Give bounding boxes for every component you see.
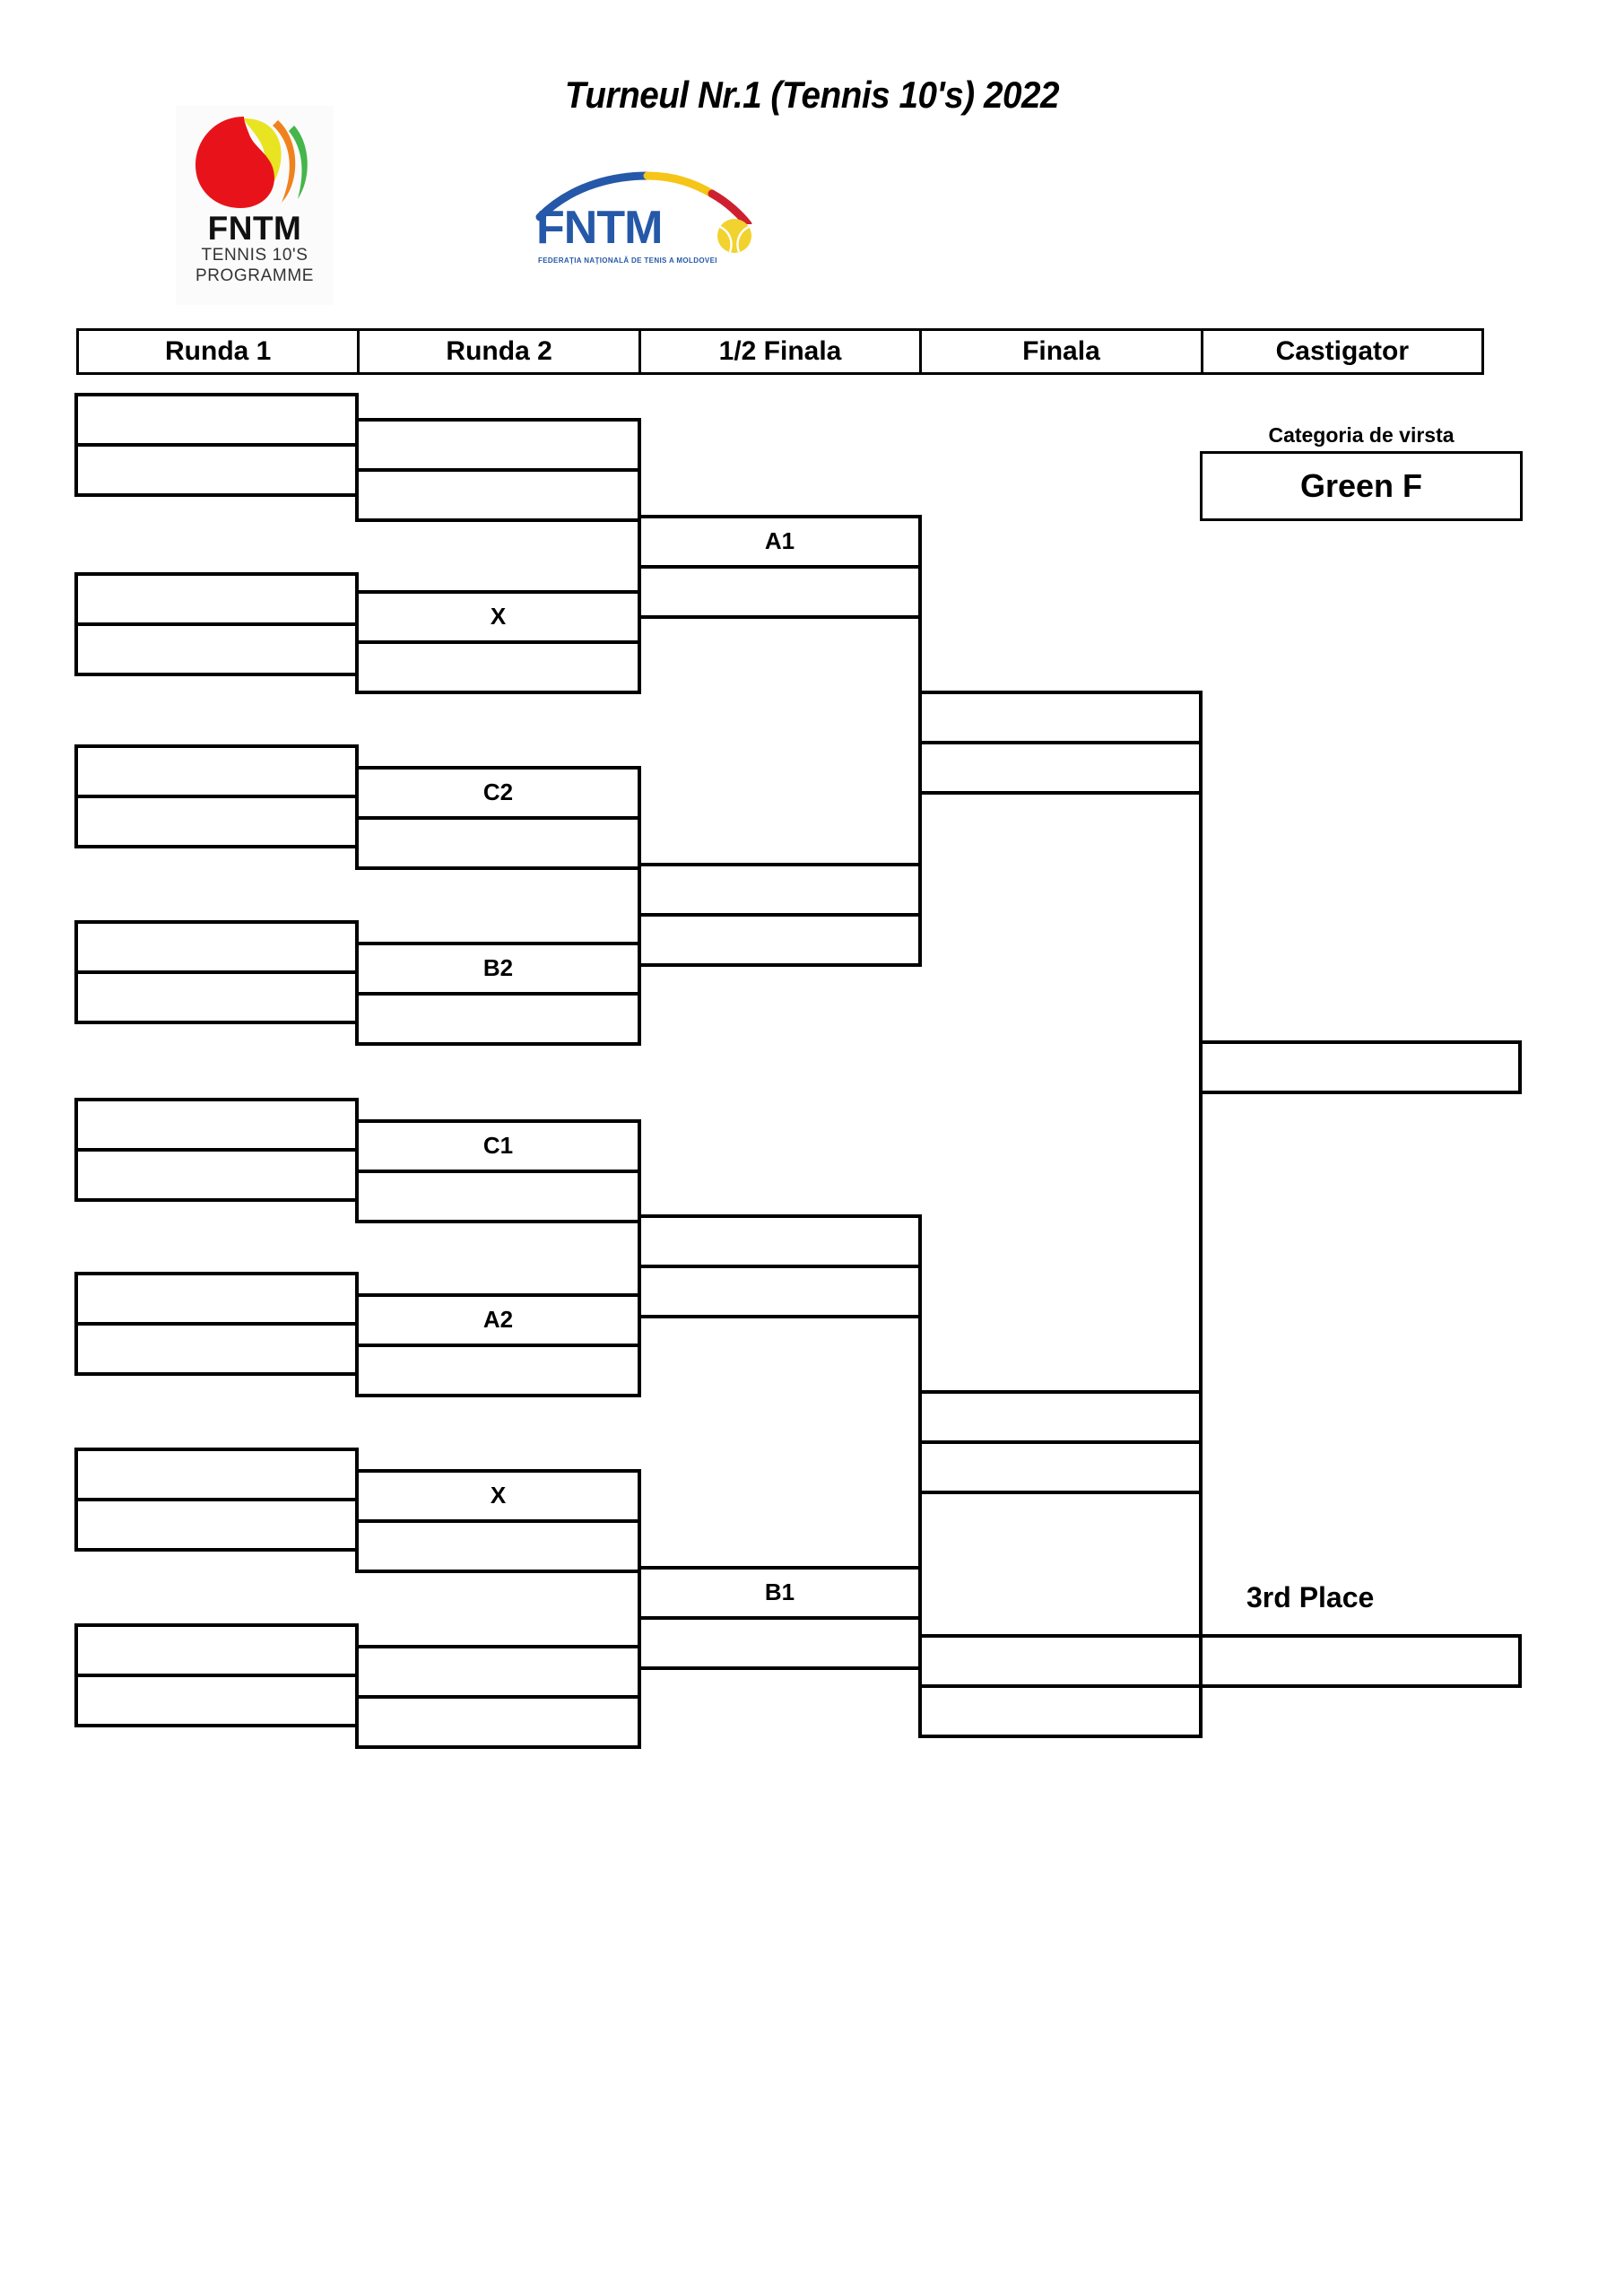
bracket-third-place-match-slots [918,1634,1203,1738]
round-1-slot[interactable] [74,1148,359,1202]
round-2-slot[interactable] [355,1519,641,1573]
fntm-tennis10s-wordmark: FNTM TENNIS 10'S PROGRAMME [176,212,334,286]
final-slot[interactable] [918,1440,1203,1494]
third-place-result-slot[interactable] [1199,1634,1522,1688]
final-slot[interactable] [918,741,1203,795]
round-2-slot[interactable] [355,590,641,644]
fntm-tennis10s-logo: FNTM TENNIS 10'S PROGRAMME [176,106,334,305]
round-1-slot[interactable] [74,744,359,798]
semifinal-slot[interactable] [638,1214,922,1268]
semifinal-slot[interactable] [638,913,922,967]
age-category-value[interactable]: Green F [1200,451,1523,521]
round-header-runda-1: Runda 1 [79,331,360,372]
round-1-slot[interactable] [74,393,359,447]
logo-tennis10s-line2: PROGRAMME [195,266,315,286]
semifinal-slot[interactable] [638,1616,922,1670]
round-1-slot[interactable] [74,1674,359,1727]
round-2-slot[interactable] [355,1119,641,1173]
third-place-match-slot[interactable] [918,1634,1203,1688]
round-1-slot[interactable] [74,970,359,1024]
third-place-label: 3rd Place [1246,1581,1375,1613]
winner-slot[interactable] [1199,1040,1522,1094]
round-1-slot[interactable] [74,1623,359,1677]
round-header-finala: Finala [922,331,1203,372]
tricolor-arc-icon [535,171,752,224]
round-2-slot[interactable] [355,468,641,522]
round-2-slot[interactable] [355,1293,641,1347]
third-place-match-slot[interactable] [918,1684,1203,1738]
logo-fntm-text: FNTM [207,210,302,247]
round-header-semifinal: 1/2 Finala [641,331,923,372]
age-category-label: Categoria de virsta [1268,423,1455,447]
round-2-slot[interactable] [355,1344,641,1397]
round-header-row: Runda 1 Runda 2 1/2 Finala Finala Castig… [76,328,1484,375]
round-2-slot[interactable] [355,1469,641,1523]
tennis-ball-flame-icon [188,113,323,212]
round-2-slot[interactable] [355,942,641,996]
page-title: Turneul Nr.1 (Tennis 10's) 2022 [564,74,1060,116]
round-1-slot[interactable] [74,1272,359,1326]
bracket-round-1-slots [74,393,359,1727]
final-slot[interactable] [918,691,1203,744]
round-2-slot[interactable] [355,1645,641,1699]
round-header-runda-2: Runda 2 [360,331,641,372]
logo-federation-text: FNTM [536,202,663,254]
bracket-winner-slot [1199,1040,1522,1094]
round-2-slot[interactable] [355,418,641,472]
round-1-slot[interactable] [74,572,359,626]
round-1-slot[interactable] [74,1098,359,1152]
semifinal-slot[interactable] [638,565,922,619]
round-1-slot[interactable] [74,795,359,848]
semifinal-slot[interactable] [638,1566,922,1620]
round-2-slot[interactable] [355,1695,641,1749]
round-2-slot[interactable] [355,766,641,820]
age-category-block: Categoria de virsta Green F [1200,423,1523,521]
round-1-slot[interactable] [74,1448,359,1501]
semifinal-slot[interactable] [638,515,922,569]
fntm-federation-logo: FNTM FEDERAŢIA NAŢIONALĂ DE TENIS A MOLD… [529,170,771,278]
round-1-slot[interactable] [74,920,359,974]
logo-federation-subtitle: FEDERAŢIA NAŢIONALĂ DE TENIS A MOLDOVEI [538,257,717,265]
round-2-slot[interactable] [355,640,641,694]
round-1-slot[interactable] [74,443,359,497]
semifinal-slot[interactable] [638,863,922,917]
round-1-slot[interactable] [74,622,359,676]
tennis-ball-icon [717,219,751,253]
round-2-slot[interactable] [355,992,641,1046]
round-1-slot[interactable] [74,1498,359,1552]
semifinal-slot[interactable] [638,1265,922,1318]
final-slot[interactable] [918,1390,1203,1444]
logo-tennis10s-line1: TENNIS 10'S [201,246,308,265]
round-header-castigator: Castigator [1275,336,1409,366]
round-1-slot[interactable] [74,1322,359,1376]
round-2-slot[interactable] [355,816,641,870]
round-2-slot[interactable] [355,1170,641,1223]
bracket-final-slots [918,691,1203,1494]
bracket-third-place-result-slot [1199,1634,1522,1688]
header-zone: Turneul Nr.1 (Tennis 10's) 2022 FNTM TEN… [0,0,1624,305]
